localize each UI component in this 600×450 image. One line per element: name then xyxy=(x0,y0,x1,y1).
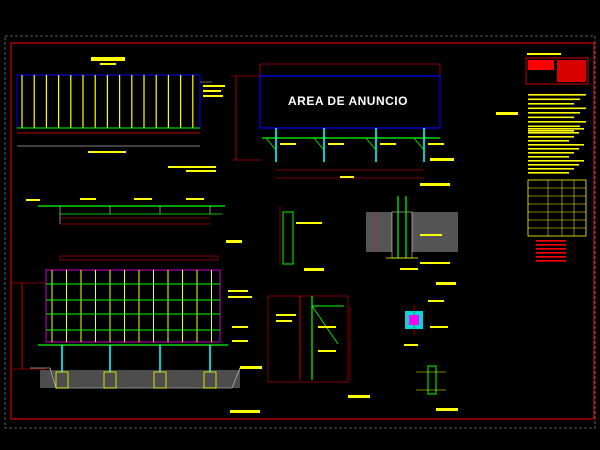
note-line xyxy=(528,94,586,96)
note-line xyxy=(528,132,579,134)
note-line xyxy=(528,121,586,123)
legend-line xyxy=(536,248,566,250)
note-line xyxy=(528,107,586,110)
note-line xyxy=(528,103,574,105)
brace xyxy=(313,137,325,151)
note-line xyxy=(528,116,574,119)
side-section xyxy=(267,295,370,398)
column-base-detail xyxy=(416,365,458,411)
note-line xyxy=(528,140,569,142)
note-line xyxy=(528,125,580,128)
note-line xyxy=(528,144,584,146)
column-detail xyxy=(279,206,324,271)
brace xyxy=(265,137,277,151)
legend-line xyxy=(536,260,566,262)
horizontal-section xyxy=(26,166,242,243)
footing xyxy=(103,371,117,389)
note-line xyxy=(528,160,584,162)
title-block xyxy=(496,53,589,262)
footing xyxy=(153,371,167,389)
note-line xyxy=(528,164,579,166)
post-label xyxy=(280,143,296,145)
note-line xyxy=(528,168,574,170)
sign-panel xyxy=(259,75,441,129)
post-label xyxy=(428,143,444,145)
note-line xyxy=(528,112,580,114)
note-line xyxy=(528,98,580,101)
legend-line xyxy=(536,244,566,246)
note-line xyxy=(528,152,574,154)
note-line xyxy=(528,130,574,132)
legend-line xyxy=(536,252,566,254)
legend-line xyxy=(536,240,566,242)
footing xyxy=(203,371,217,389)
drawing-frame xyxy=(10,42,595,420)
note-line xyxy=(528,156,569,158)
footing xyxy=(55,371,69,389)
note-line xyxy=(528,172,569,174)
sign-label: AREA DE ANUNCIO xyxy=(288,94,408,108)
note-line xyxy=(528,136,574,138)
post-label xyxy=(380,143,396,145)
legend-line xyxy=(536,256,566,258)
note-line xyxy=(528,128,584,130)
note-line xyxy=(528,148,579,150)
billboard-elevation: AREA DE ANUNCIO xyxy=(232,63,454,186)
post-label xyxy=(328,143,344,145)
brace xyxy=(413,137,425,151)
outer-sheet-border xyxy=(4,35,596,429)
structure-elevation xyxy=(12,255,262,413)
front-elevation-detail xyxy=(16,57,225,153)
footing-section xyxy=(366,196,458,270)
base-plate-detail xyxy=(404,282,456,346)
brace xyxy=(365,137,377,151)
